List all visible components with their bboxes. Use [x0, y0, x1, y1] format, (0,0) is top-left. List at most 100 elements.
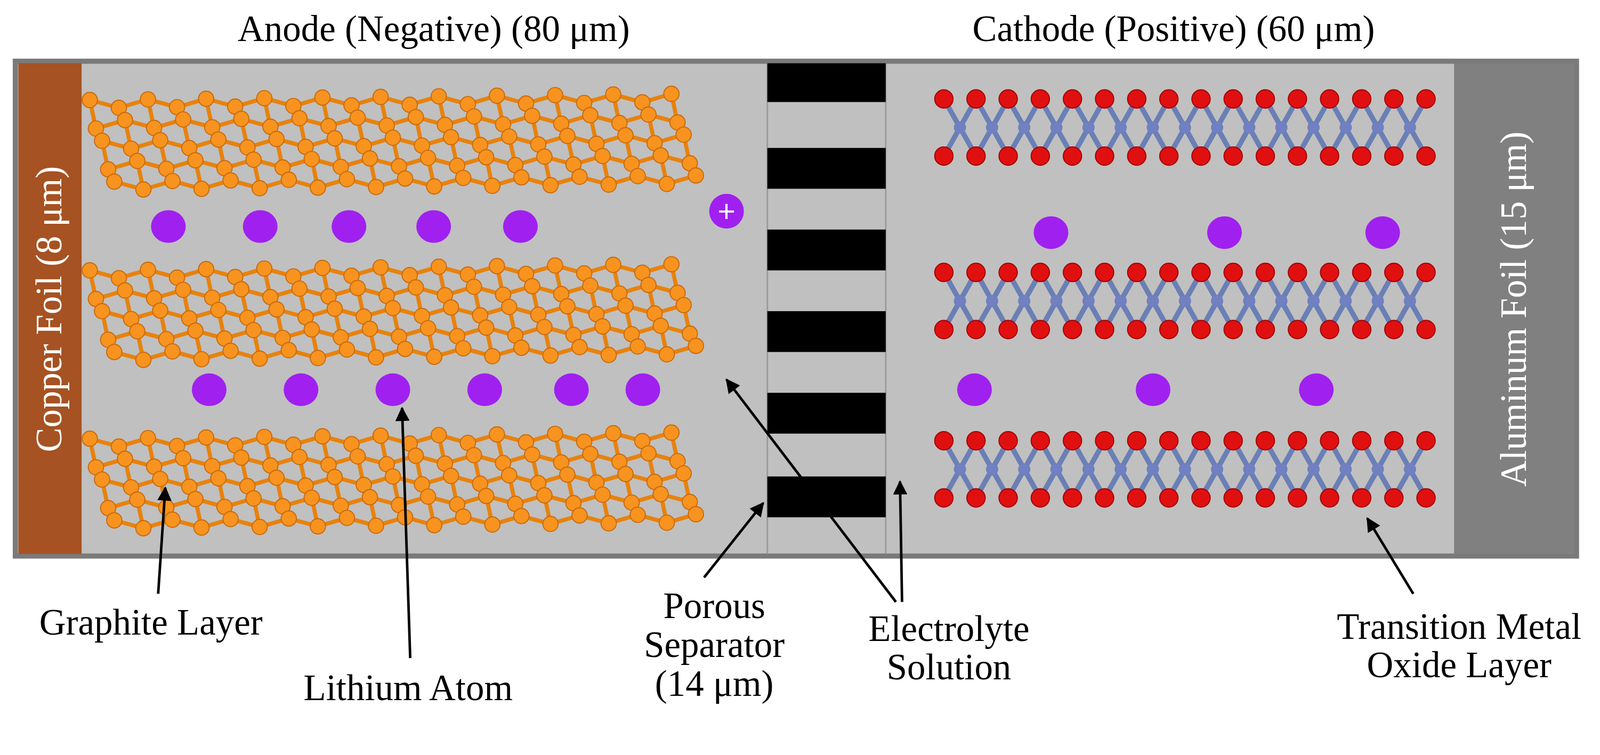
carbon-atom [327, 130, 343, 147]
carbon-atom [582, 446, 599, 463]
metal-atom [1275, 463, 1288, 476]
carbon-atom [164, 173, 181, 189]
oxide-sheet [934, 263, 1436, 339]
carbon-atom [304, 151, 320, 167]
carbon-atom [152, 303, 168, 319]
oxide-sheet [934, 431, 1436, 508]
carbon-atom [484, 348, 500, 365]
oxygen-atom [1288, 320, 1307, 339]
carbon-atom [426, 517, 442, 533]
carbon-atom [140, 91, 156, 108]
carbon-atom [327, 469, 343, 486]
oxygen-atom [1127, 431, 1146, 450]
lithium-atom [283, 373, 319, 407]
metal-atom [954, 294, 967, 307]
carbon-atom [559, 128, 576, 144]
carbon-atom [397, 171, 414, 187]
carbon-atom [314, 260, 331, 276]
oxygen-atom [1416, 320, 1435, 339]
carbon-atom [233, 281, 249, 298]
lithium-atom [1298, 373, 1334, 407]
oxygen-atom [1256, 147, 1275, 166]
carbon-atom [135, 520, 152, 537]
carbon-atom [640, 277, 657, 293]
metal-atom [986, 121, 999, 134]
oxygen-atom [1223, 488, 1242, 507]
lithium-atom [1365, 216, 1401, 249]
oxygen-atom [998, 90, 1017, 109]
oxygen-atom [966, 90, 985, 109]
carbon-atom [82, 262, 98, 279]
carbon-atom [256, 261, 273, 277]
lithium-atom [1033, 216, 1069, 249]
carbon-atom [513, 169, 530, 185]
carbon-atom [688, 506, 704, 523]
oxygen-atom [1159, 147, 1178, 166]
carbon-atom [663, 256, 680, 273]
oxygen-atom [966, 431, 985, 450]
carbon-atom [368, 179, 384, 196]
oxygen-atom [1127, 147, 1146, 166]
metal-atom [1082, 294, 1095, 307]
leader-arrow [1367, 518, 1413, 595]
carbon-atom [431, 427, 447, 443]
oxygen-atom [1352, 90, 1371, 109]
separator-bar [767, 311, 886, 353]
carbon-atom [688, 167, 704, 184]
lithium-atom [957, 373, 992, 407]
oxygen-atom [1320, 147, 1339, 166]
carbon-atom [420, 320, 436, 337]
oxygen-atom [1320, 431, 1339, 450]
anode-title: Anode (Negative) (80 μm) [237, 10, 630, 49]
carbon-atom [688, 338, 704, 354]
carbon-atom [373, 89, 389, 105]
carbon-atom [524, 108, 540, 124]
carbon-atom [129, 323, 145, 339]
metal-atom [1050, 463, 1063, 476]
oxygen-atom [1159, 90, 1178, 109]
carbon-atom [659, 515, 675, 531]
metal-atom [1371, 121, 1385, 134]
carbon-atom [543, 516, 559, 532]
metal-atom [1017, 121, 1031, 134]
carbon-atom [368, 518, 384, 534]
carbon-atom [675, 465, 692, 482]
metal-atom [1242, 121, 1256, 134]
carbon-atom [339, 510, 355, 527]
oxygen-atom [1127, 263, 1146, 282]
oxygen-atom [1031, 90, 1050, 109]
carbon-atom [117, 112, 133, 128]
carbon-atom [82, 92, 98, 108]
carbon-atom [513, 508, 530, 524]
oxygen-atom [1031, 488, 1050, 507]
carbon-atom [117, 451, 133, 467]
oxygen-atom [934, 320, 953, 339]
carbon-atom [314, 90, 331, 106]
carbon-atom [571, 339, 588, 355]
carbon-atom [106, 173, 123, 190]
oxygen-atom [1063, 90, 1082, 109]
oxygen-atom [934, 431, 953, 450]
carbon-atom [385, 469, 401, 485]
carbon-atom [140, 430, 156, 447]
metal-atom [1339, 463, 1352, 476]
carbon-atom [663, 86, 680, 102]
carbon-atom [617, 127, 634, 144]
oxygen-atom [1191, 263, 1210, 282]
carbon-atom [362, 489, 378, 506]
metal-atom [1050, 294, 1063, 307]
oxygen-atom [1063, 263, 1082, 282]
metal-atom [1146, 463, 1159, 476]
carbon-atom [233, 111, 249, 127]
carbon-atom [536, 149, 553, 165]
lithium-atom [150, 209, 186, 243]
oxygen-atom [998, 263, 1017, 282]
graphite-sheet [82, 425, 704, 537]
metal-atom [1371, 463, 1385, 476]
node-label: + [709, 194, 745, 229]
lithium-atom [1135, 373, 1171, 407]
metal-atom [1307, 294, 1320, 307]
oxide-layers [934, 90, 1436, 508]
metal-atom [1403, 294, 1417, 307]
oxygen-atom [998, 488, 1017, 507]
